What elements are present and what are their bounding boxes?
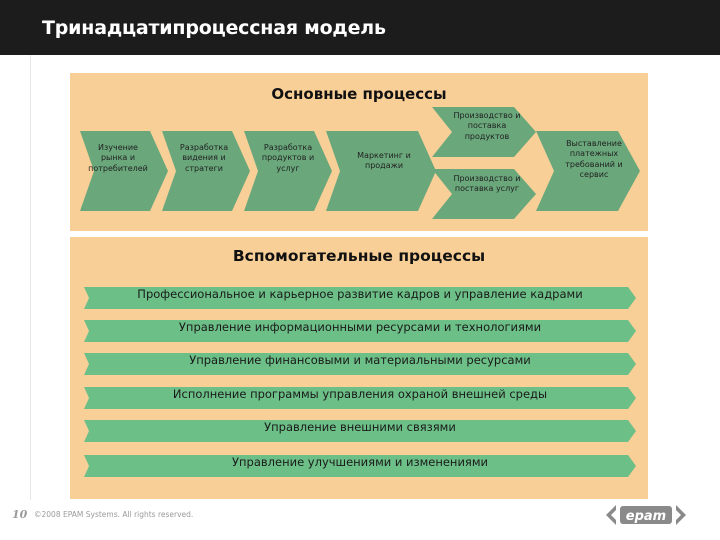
support-processes-title: Вспомогательные процессы [232,247,486,265]
copyright-text: ©2008 EPAM Systems. All rights reserved. [34,510,194,519]
left-guide-line [30,55,31,500]
chevron-step-5b [432,169,536,219]
step-5b-label: Производство и поставка услуг [453,174,521,194]
support-bar-4-label: Исполнение программы управления охраной … [172,387,548,401]
support-bar-2: Управление информационными ресурсами и т… [84,320,636,342]
chevron-step-5a [432,107,536,157]
step-3-label: Разработка продуктов и услуг [261,143,315,173]
epam-logo: epam [606,505,686,525]
support-bar-4: Исполнение программы управления охраной … [84,387,636,409]
support-bar-3: Управление финансовыми и материальными р… [84,353,636,375]
header-bar: Тринадцатипроцессная модель [0,0,720,55]
step-5a-label: Производство и поставка продуктов [453,111,521,141]
main-processes-panel: Основные процессы Изучение рынка и потре… [70,73,648,231]
step-1-label: Изучение рынка и потребителей [88,143,148,173]
chevron-step-2 [162,131,250,211]
step-2-label: Разработка видения и стратеги [179,143,229,173]
support-bar-5: Управление внешними связями [84,420,636,442]
page-title: Тринадцатипроцессная модель [42,17,386,39]
support-bar-3-label: Управление финансовыми и материальными р… [189,353,531,367]
support-bar-6: Управление улучшениями и изменениями [84,455,636,477]
support-bar-6-label: Управление улучшениями и изменениями [232,455,488,469]
page-number: 10 [12,508,28,521]
support-bar-1-label: Профессиональное и карьерное развитие ка… [137,287,583,301]
chevron-step-6 [536,131,640,211]
chevron-step-4 [326,131,436,211]
step-6-label: Выставление платежных требований и серви… [565,139,623,180]
support-bar-5-label: Управление внешними связями [264,420,456,434]
support-bar-2-label: Управление информационными ресурсами и т… [178,320,542,334]
svg-text:epam: epam [626,509,666,524]
chevron-step-1 [80,131,168,211]
main-processes-title: Основные процессы [271,85,447,103]
support-bar-1: Профессиональное и карьерное развитие ка… [84,287,636,309]
chevron-step-3 [244,131,332,211]
step-4-label: Маркетинг и продажи [357,151,411,171]
